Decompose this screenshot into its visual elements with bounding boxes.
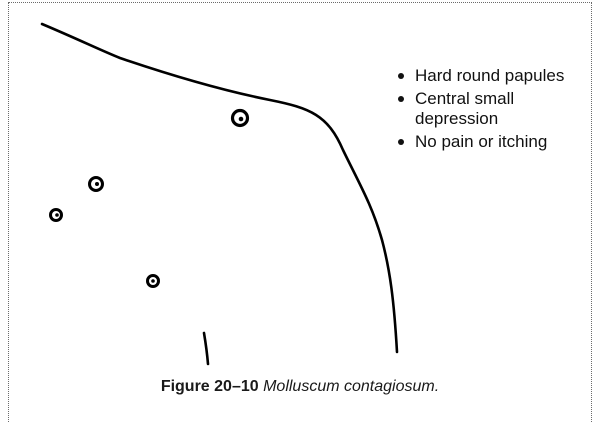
- list-item-text: No pain or itching: [415, 132, 547, 151]
- figure-caption: Figure 20–10 Molluscum contagiosum.: [0, 378, 600, 396]
- figure-caption-text: Molluscum contagiosum.: [263, 378, 439, 395]
- figure-caption-label: Figure 20–10: [161, 378, 259, 395]
- figure-drawing: [0, 0, 600, 412]
- short-contour-line: [204, 333, 208, 364]
- list-item: Central small depression: [398, 89, 590, 129]
- skin-contour-line: [42, 24, 397, 352]
- papule-2: [90, 178, 103, 191]
- papule-1: [233, 111, 248, 126]
- bullet-icon: [398, 96, 404, 102]
- list-item-text: Hard round papules: [415, 66, 564, 85]
- features-list: Hard round papules Central small depress…: [398, 66, 590, 155]
- bullet-icon: [398, 139, 404, 145]
- list-item-text: Central small depression: [415, 89, 514, 128]
- list-item: No pain or itching: [398, 132, 590, 152]
- list-item: Hard round papules: [398, 66, 590, 86]
- bullet-icon: [398, 73, 404, 79]
- papule-3: [51, 210, 62, 221]
- papule-4: [148, 276, 159, 287]
